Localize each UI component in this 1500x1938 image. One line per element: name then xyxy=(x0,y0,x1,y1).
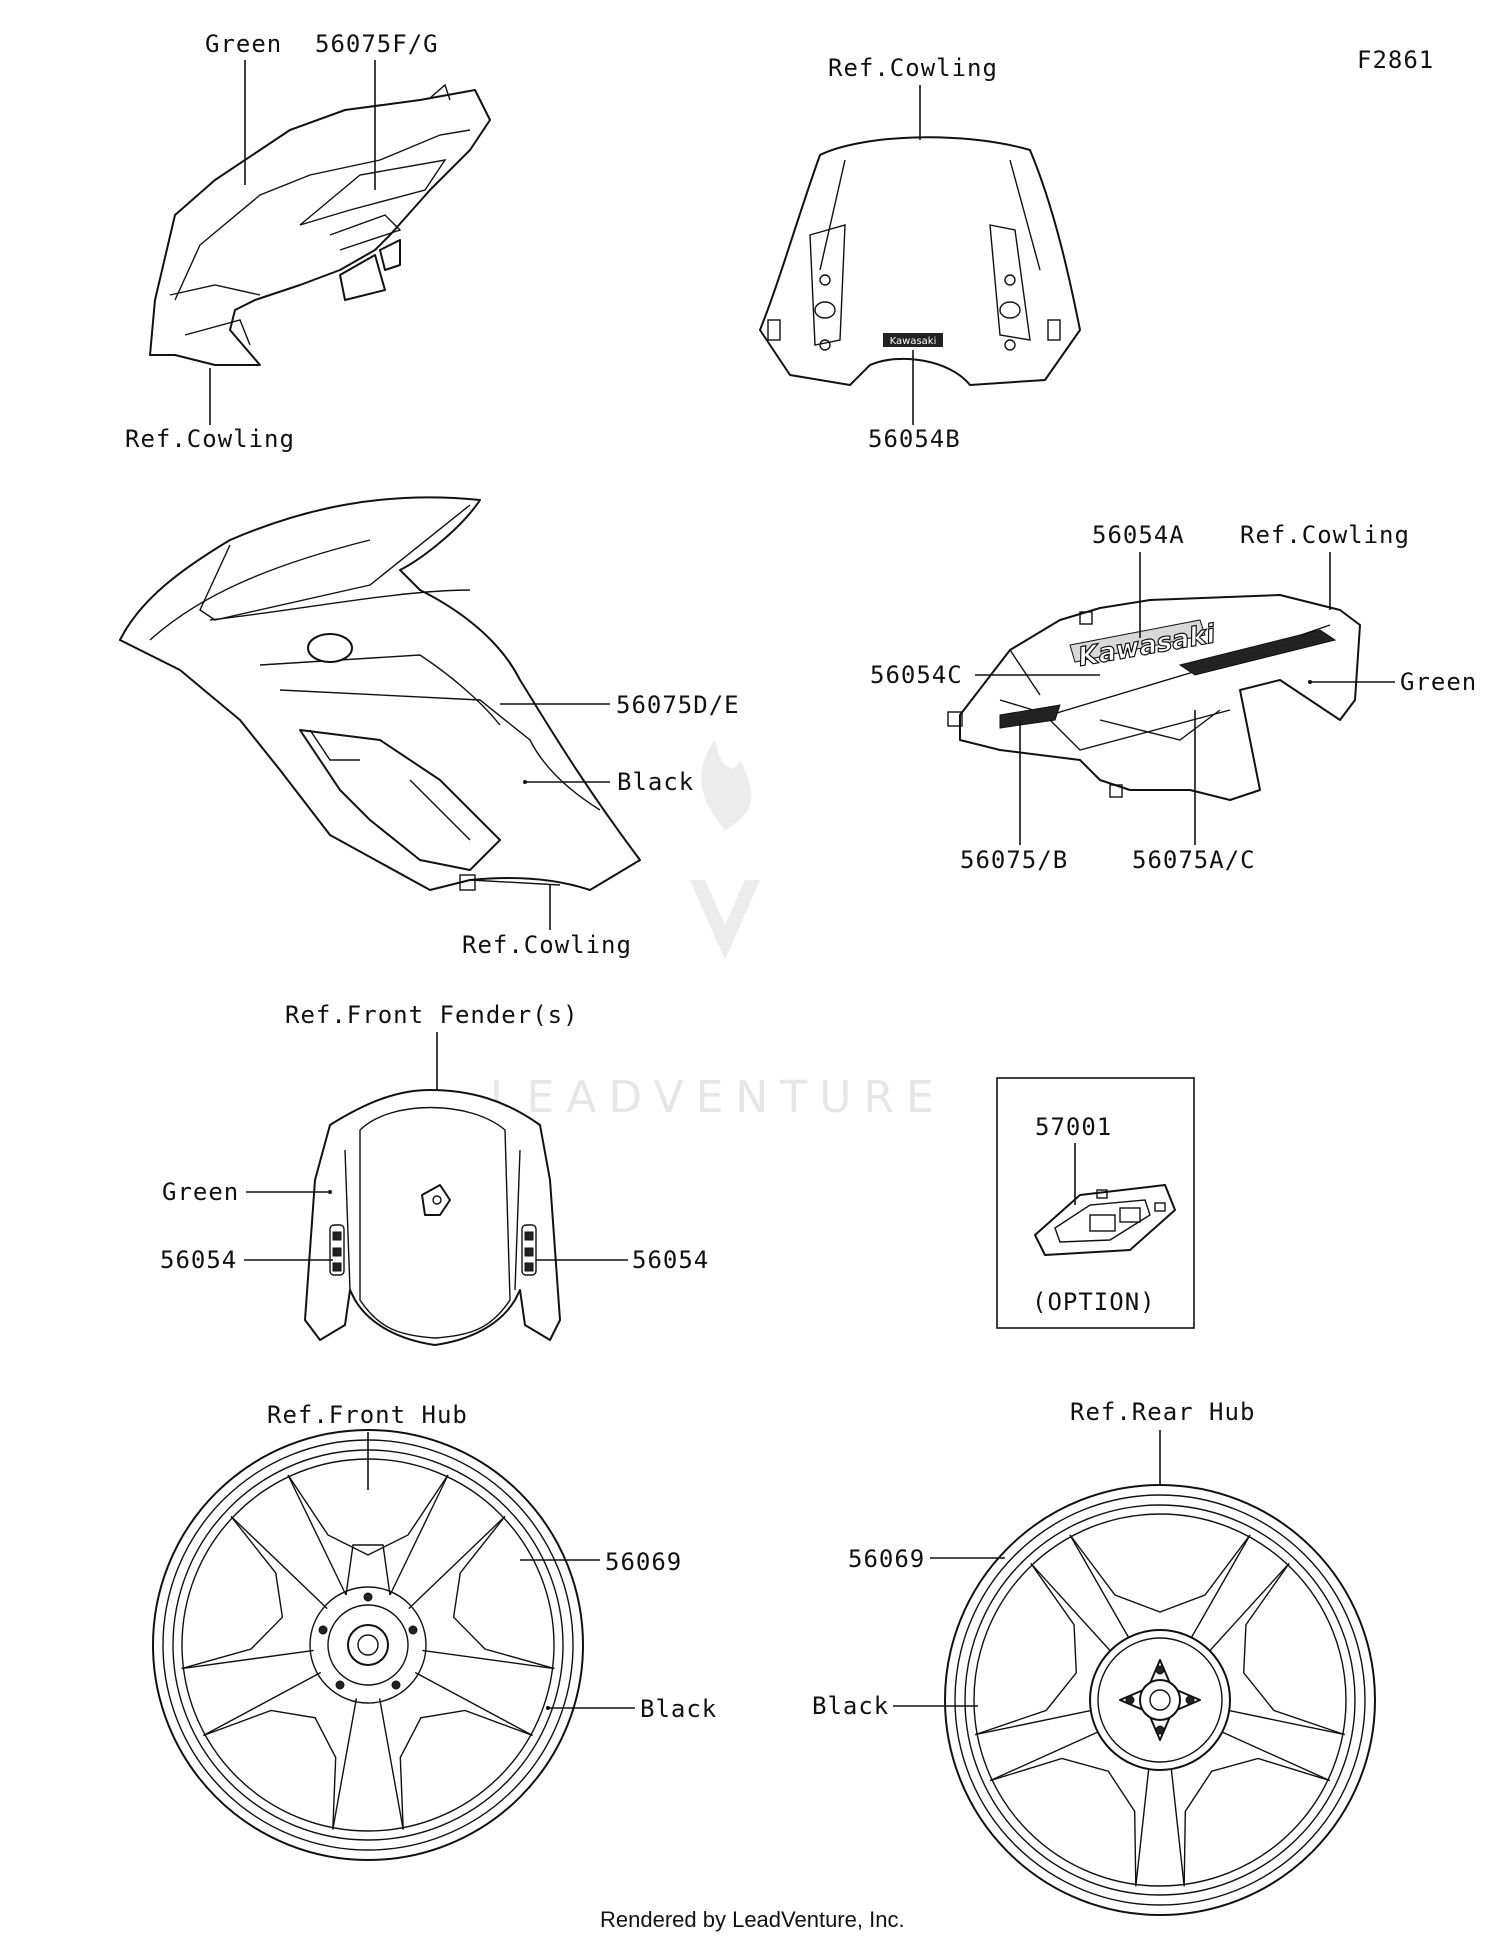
option-box xyxy=(996,1077,1195,1329)
rear-wheel-drawing xyxy=(944,1484,1376,1916)
label-ref-cowling-3: Ref.Cowling xyxy=(462,931,632,959)
middle-right-cowl-drawing: Kawasaki xyxy=(947,594,1361,801)
label-green-3: Green xyxy=(162,1178,239,1206)
label-black-1: Black xyxy=(617,768,694,796)
footer-credit: Rendered by LeadVenture, Inc. xyxy=(600,1907,905,1932)
label-56069-rear: 56069 xyxy=(848,1545,925,1573)
label-ref-rear-hub: Ref.Rear Hub xyxy=(1070,1398,1255,1426)
label-green-2: Green xyxy=(1400,668,1477,696)
label-ref-cowling-4: Ref.Cowling xyxy=(1240,521,1410,549)
label-56075fg: 56075F/G xyxy=(315,30,439,58)
label-ref-cowling-2: Ref.Cowling xyxy=(828,54,998,82)
label-56075ac: 56075A/C xyxy=(1132,846,1256,874)
label-56075de: 56075D/E xyxy=(616,691,740,719)
watermark-text: LEADVENTURE xyxy=(490,1072,946,1123)
label-56069-front: 56069 xyxy=(605,1548,682,1576)
windshield-drawing: Kawasaki xyxy=(759,136,1081,386)
label-57001: 57001 xyxy=(1035,1113,1112,1141)
label-56054c: 56054C xyxy=(870,661,963,689)
label-ref-front-hub: Ref.Front Hub xyxy=(267,1401,468,1429)
front-fender-drawing xyxy=(304,1089,561,1346)
label-ref-cowling-1: Ref.Cowling xyxy=(125,425,295,453)
label-56054a: 56054A xyxy=(1092,521,1185,549)
label-56054-left: 56054 xyxy=(160,1246,237,1274)
label-56054b: 56054B xyxy=(868,425,961,453)
upper-left-cowl-drawing xyxy=(149,83,491,366)
middle-left-cowl-drawing xyxy=(119,496,641,891)
label-green: Green xyxy=(205,30,282,58)
label-ref-front-fender: Ref.Front Fender(s) xyxy=(285,1001,579,1029)
front-wheel-drawing xyxy=(152,1429,584,1861)
label-option: (OPTION) xyxy=(1032,1288,1156,1316)
watermark: LEADVENTURE xyxy=(490,740,946,1123)
label-black-3: Black xyxy=(812,1692,889,1720)
label-56054-right: 56054 xyxy=(632,1246,709,1274)
label-black-2: Black xyxy=(640,1695,717,1723)
label-56075b: 56075/B xyxy=(960,846,1068,874)
windshield-decal-text: Kawasaki xyxy=(890,336,937,347)
figure-id: F2861 xyxy=(1357,46,1434,74)
